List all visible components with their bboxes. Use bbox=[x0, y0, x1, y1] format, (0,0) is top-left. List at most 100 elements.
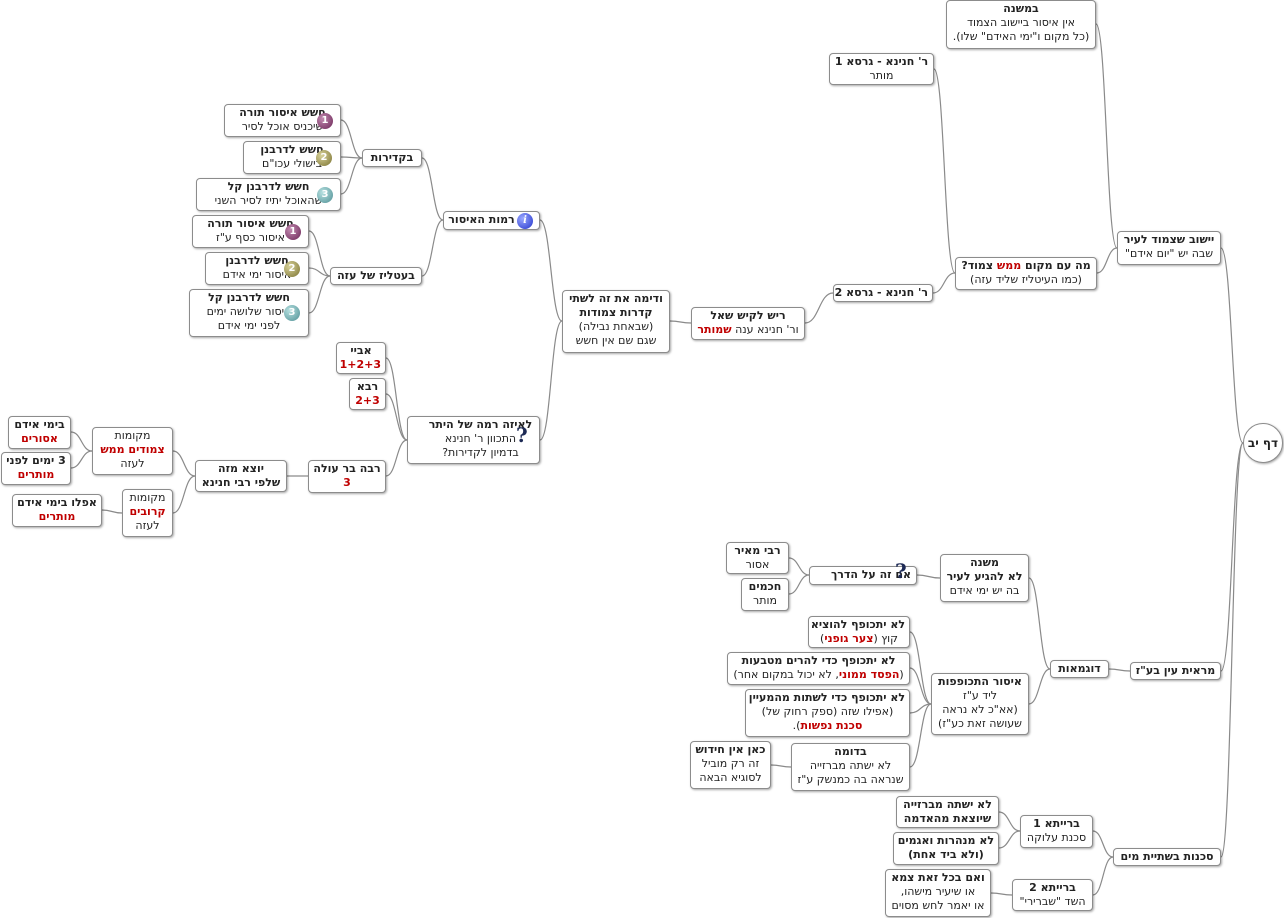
title-2: לא להגיע לעיר bbox=[946, 570, 1023, 583]
node-still-thirsty[interactable]: ואם בכל זאת צמא או שיעיר מישהו, או יאמר … bbox=[885, 869, 991, 917]
node-reish-lakish-asked[interactable]: ריש לקיש שאל ור' חנינא ענה שמותר bbox=[691, 307, 805, 340]
node-similarly-fountain[interactable]: בדומה לא ישתה מברזייה שנראה בה כמנשק ע"ז bbox=[791, 743, 910, 791]
node-adjacent-settlement[interactable]: יישוב שצמוד לעיר שבה יש "יום אידם" bbox=[1117, 231, 1221, 265]
title: לאיזה רמה של היתר bbox=[428, 418, 533, 431]
desc: סכנת עלוקה bbox=[1026, 831, 1087, 844]
node-near-places[interactable]: מקומות קרובים לעזה bbox=[122, 489, 173, 537]
node-abaye[interactable]: אביי 1+2+3 bbox=[336, 342, 386, 374]
title: ודימה את זה לשתי bbox=[569, 292, 663, 305]
connector-line bbox=[770, 764, 792, 768]
highlight: צמודים ממש bbox=[100, 443, 165, 456]
desc: מקומות bbox=[114, 429, 151, 442]
desc: מותר bbox=[753, 594, 777, 607]
node-adjacent-places[interactable]: מקומות צמודים ממש לעזה bbox=[92, 427, 173, 475]
desc: זה רק מוביל bbox=[701, 757, 760, 770]
node-rava[interactable]: רבא 2+3 bbox=[349, 378, 386, 410]
desc-2: לסוגיא הבאה bbox=[699, 771, 762, 784]
node-pots[interactable]: בקדירות bbox=[362, 149, 422, 167]
title-2: שלפי רבי חנינא bbox=[201, 476, 281, 489]
connector-line bbox=[340, 156, 363, 159]
node-no-novelty[interactable]: כאן אין חידוש זה רק מוביל לסוגיא הבאה bbox=[690, 741, 771, 789]
node-bend-spring[interactable]: לא יתכופף כדי לשתות מהמעיין (אפילו שזה (… bbox=[745, 689, 910, 737]
node-rabba-bar-ulla[interactable]: רבה בר עולה 3 bbox=[308, 460, 386, 493]
node-conclusion[interactable]: יוצא מזה שלפי רבי חנינא bbox=[195, 460, 287, 492]
node-pots-level-3[interactable]: חשש לדרבנן קל שהאוכל יתיז לסיר השני 3 bbox=[196, 178, 341, 211]
title: ר' חנינא - גרסא 1 bbox=[834, 55, 929, 68]
connector-line bbox=[669, 320, 692, 324]
node-r-hanina-version-1[interactable]: ר' חנינא - גרסא 1 מותר bbox=[829, 53, 934, 85]
node-ground-fountain[interactable]: לא ישתה מברזייה שיוצאת מהאדמה bbox=[896, 796, 999, 828]
desc: שיכניס אוכל לסיר bbox=[241, 120, 324, 133]
desc: בישולי עכו"ם bbox=[262, 157, 322, 170]
node-pots-level-2[interactable]: חשש לדרבנן בישולי עכו"ם 2 bbox=[243, 141, 341, 174]
title: אם זה על הדרך bbox=[830, 568, 912, 581]
desc: שהאוכל יתיז לסיר השני bbox=[214, 194, 323, 207]
node-two-pots-comparison[interactable]: ודימה את זה לשתי קדרות צמודות (שבאחת נבי… bbox=[562, 290, 670, 353]
node-bend-thorn[interactable]: לא יתכופף להוציא קוץ (צער גופני) bbox=[808, 616, 910, 648]
node-market-level-3[interactable]: חשש לדרבנן קל איסור שלושה ימים לפני ימי … bbox=[189, 289, 309, 337]
connector-line bbox=[340, 119, 363, 159]
node-market-level-2[interactable]: חשש לדרבנן איסור ימי אידם 2 bbox=[205, 252, 309, 285]
node-mishna[interactable]: במשנה אין איסור ביישוב הצמוד (כל מקום ו"… bbox=[946, 0, 1096, 49]
desc: השד "שברירי" bbox=[1019, 895, 1086, 908]
node-even-holiday-permitted[interactable]: אפלו בימי אידם מותרים bbox=[12, 494, 102, 527]
node-baraita-1[interactable]: ברייתא 1 סכנת עלוקה bbox=[1020, 815, 1093, 848]
question-icon: ? bbox=[516, 423, 528, 447]
node-holiday-days-forbidden[interactable]: בימי אידם אסורים bbox=[8, 416, 71, 449]
info-icon: i bbox=[517, 213, 533, 229]
desc-2: שגם שם אין חשש bbox=[575, 334, 657, 347]
connector-line bbox=[909, 703, 932, 714]
title: בימי אידם bbox=[14, 418, 65, 431]
node-examples[interactable]: דוגמאות bbox=[1050, 660, 1109, 678]
connector-line bbox=[421, 157, 444, 221]
node-baraita-2[interactable]: ברייתא 2 השד "שברירי" bbox=[1012, 879, 1093, 911]
connector-line bbox=[998, 830, 1021, 849]
node-sages[interactable]: חכמים מותר bbox=[741, 578, 789, 611]
connector-line bbox=[70, 431, 93, 452]
node-bend-coins[interactable]: לא יתכופף כדי להרים מטבעות (הפסד ממוני, … bbox=[727, 652, 910, 685]
node-on-the-way[interactable]: אם זה על הדרך ? bbox=[809, 559, 917, 585]
node-three-days-before-permitted[interactable]: 3 ימים לפני מותרים bbox=[1, 452, 71, 485]
levels: 3 bbox=[343, 476, 351, 489]
node-rivers-lakes[interactable]: לא מנהרות ואגמים (ולא ביד אחת) bbox=[893, 832, 999, 865]
node-mishna-city[interactable]: משנה לא להגיע לעיר בה יש ימי אידם bbox=[940, 554, 1029, 602]
title: דוגמאות bbox=[1058, 662, 1101, 675]
title: לא יתכופף כדי להרים מטבעות bbox=[741, 654, 896, 667]
root-node[interactable]: דף יב bbox=[1243, 423, 1283, 463]
node-rabbi-meir[interactable]: רבי מאיר אסור bbox=[726, 542, 789, 574]
connector-line bbox=[1092, 830, 1114, 858]
node-prohibition-levels[interactable]: רמות האיסור i bbox=[443, 211, 540, 230]
connector-line bbox=[1220, 442, 1244, 672]
title: רמות האיסור bbox=[448, 213, 515, 226]
connector-line bbox=[788, 557, 810, 576]
desc-2: לעזה bbox=[135, 519, 160, 532]
desc-2: שנראה בה כמנשק ע"ז bbox=[797, 773, 904, 786]
node-gaza-market[interactable]: בעטליז של עזה bbox=[330, 267, 422, 285]
title: 3 ימים לפני bbox=[6, 454, 66, 467]
desc: שבה יש "יום אידם" bbox=[1124, 247, 1214, 260]
title: במשנה bbox=[1003, 2, 1039, 15]
node-appearance-idolatry[interactable]: מראית עין בע"ז bbox=[1130, 662, 1221, 680]
connector-line bbox=[539, 219, 563, 322]
number-2-icon: 2 bbox=[316, 150, 332, 166]
title: ר' חנינא - גרסא 2 bbox=[834, 286, 928, 299]
node-bending-prohibition[interactable]: איסור התכופפות ליד ע"ז (אא"כ לא נראה שעו… bbox=[931, 673, 1029, 735]
node-market-level-1[interactable]: חשש איסור תורה איסור כסף ע"ז 1 bbox=[192, 215, 309, 248]
connector-line bbox=[421, 219, 444, 277]
title: אביי bbox=[350, 344, 372, 357]
desc-2: (כל מקום ו"ימי האידם" שלו). bbox=[952, 30, 1090, 43]
desc: או שיעיר מישהו, bbox=[900, 885, 976, 898]
ruling: אסורים bbox=[21, 432, 58, 445]
node-r-hanina-version-2[interactable]: ר' חנינא - גרסא 2 bbox=[833, 284, 933, 302]
connector-line bbox=[909, 667, 932, 705]
node-water-drinking-dangers[interactable]: סכנות בשתיית מים bbox=[1113, 848, 1221, 866]
number-1-icon: 1 bbox=[285, 224, 301, 240]
title: רבי מאיר bbox=[734, 544, 781, 557]
node-pots-level-1[interactable]: חשש איסור תורה שיכניס אוכל לסיר 1 bbox=[224, 104, 341, 137]
title: ריש לקיש שאל bbox=[710, 309, 786, 322]
node-adjacent-place-question[interactable]: מה עם מקום ממש צמוד? (כמו העיטליז שליד ע… bbox=[955, 257, 1097, 290]
title: יוצא מזה bbox=[218, 462, 264, 475]
question-icon: ? bbox=[895, 559, 907, 583]
desc: בה יש ימי אידם bbox=[949, 584, 1020, 597]
node-which-level[interactable]: לאיזה רמה של היתר התכוון ר' חנינא בדמיון… bbox=[407, 416, 540, 464]
